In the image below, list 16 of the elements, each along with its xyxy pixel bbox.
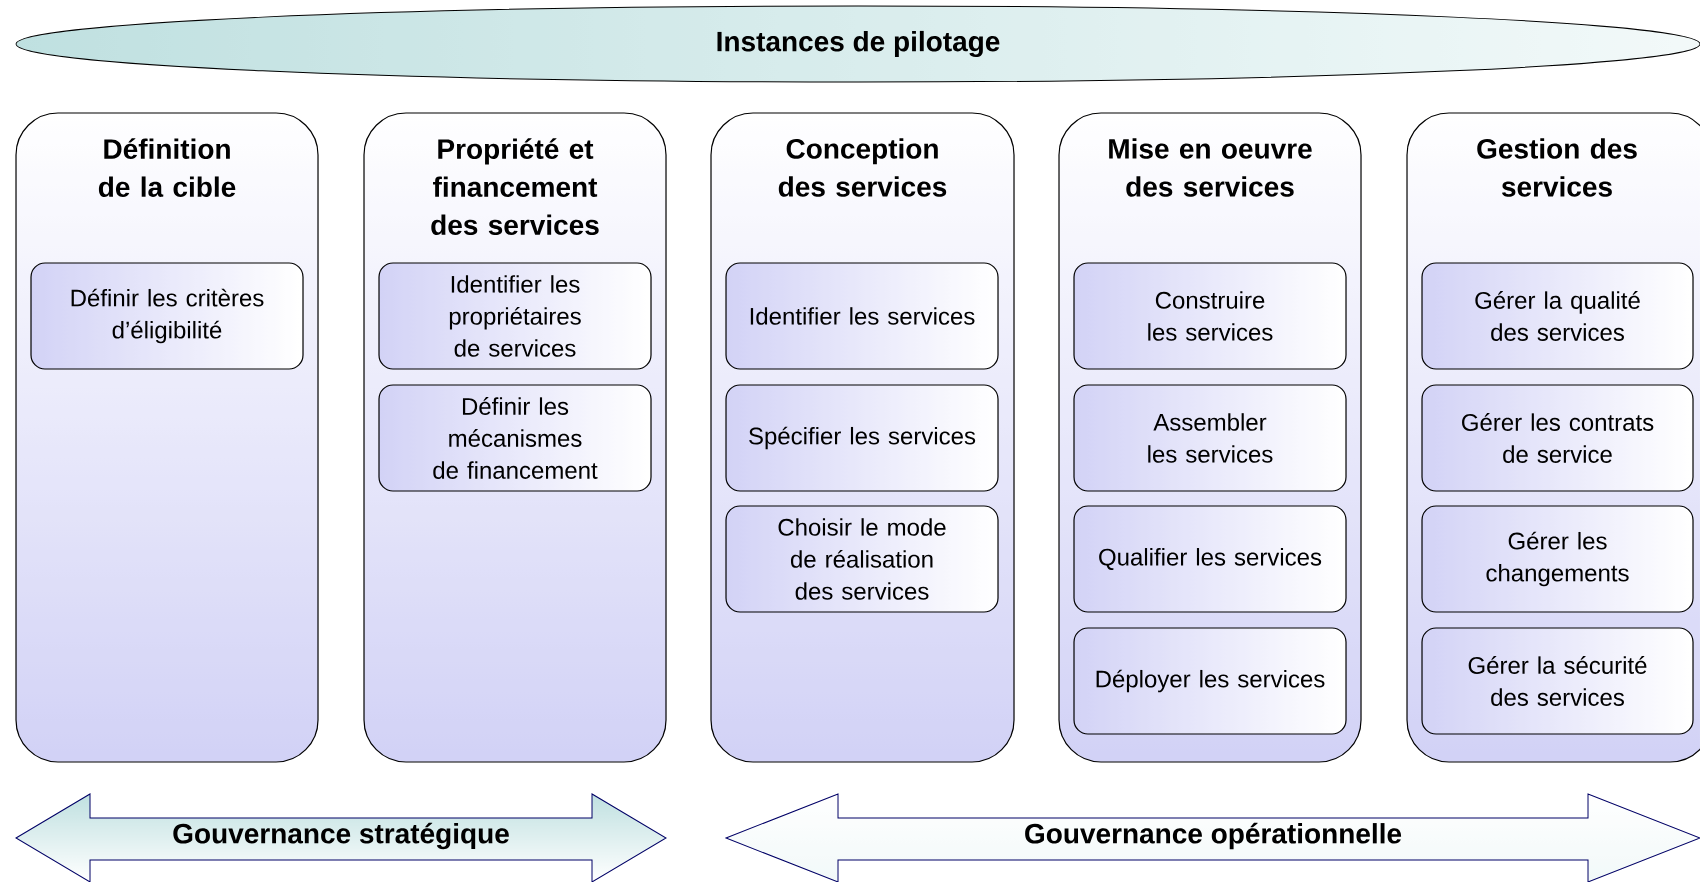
task-box: Gérer la qualité des services [1421,262,1694,370]
task-box: Définir les mécanismes de financement [378,384,652,492]
task-box: Gérer les changements [1421,505,1694,613]
task-box: Gérer la sécurité des services [1421,627,1694,735]
task-box: Identifier les propriétaires de services [378,262,652,370]
task-box: Spécifier les services [725,384,999,492]
double-arrow-band: Gouvernance opérationnelle [725,793,1700,882]
task-box: Déployer les services [1073,627,1347,735]
task-box: Identifier les services [725,262,999,370]
task-box: Construire les services [1073,262,1347,370]
task-box: Gérer les contrats de service [1421,384,1694,492]
task-box: Qualifier les services [1073,505,1347,613]
double-arrow-band: Gouvernance stratégique [15,793,667,882]
task-box: Définir les critères d’éligibilité [30,262,304,370]
task-box: Assembler les services [1073,384,1347,492]
task-box: Choisir le mode de réalisation des services [725,505,999,613]
